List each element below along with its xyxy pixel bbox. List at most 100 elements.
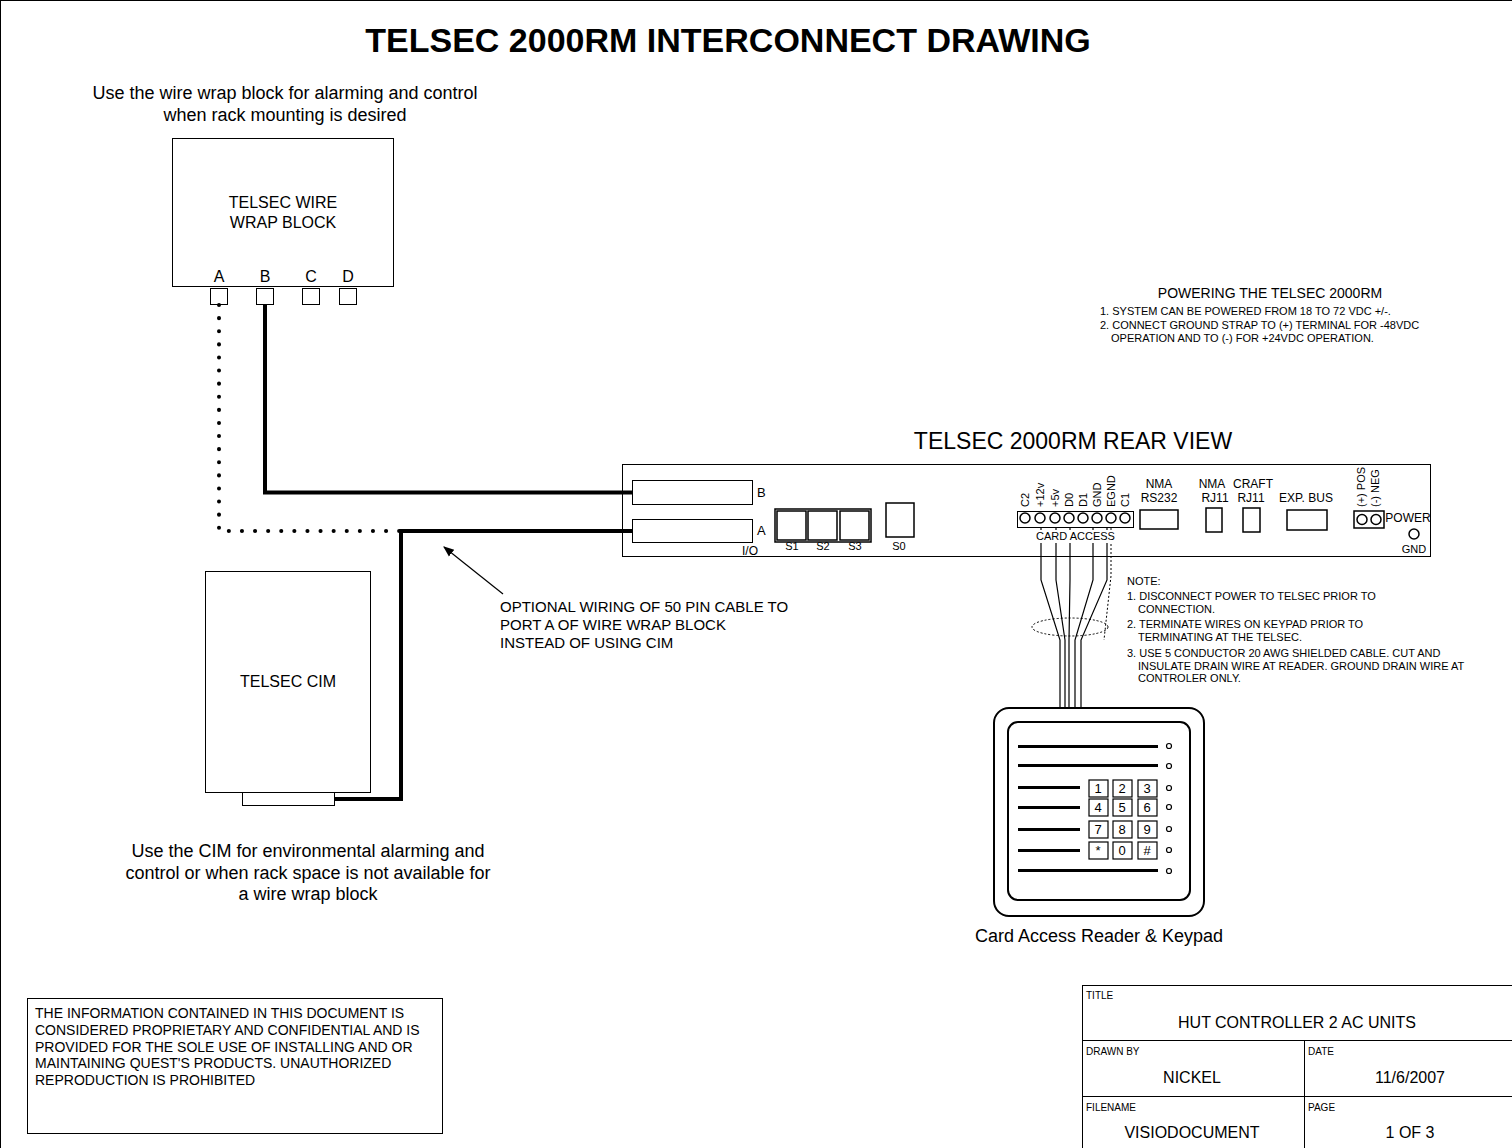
key-label: 8	[1118, 822, 1125, 838]
key-label: 4	[1094, 800, 1101, 816]
block-port: C	[302, 288, 320, 305]
node-text: A	[757, 523, 766, 539]
node-text: Card Access Reader & Keypad	[975, 926, 1223, 948]
node-text: B	[757, 485, 766, 501]
pin-label: GND	[1092, 483, 1103, 507]
table-cell: VISIODOCUMENT	[1124, 1123, 1259, 1142]
table-cell: FILENAME	[1086, 1102, 1136, 1114]
connectors	[219, 305, 1070, 799]
switch-label: S3	[848, 540, 861, 553]
node-text: TELSEC WIRE WRAP BLOCK	[203, 193, 363, 231]
terminal-circles	[1020, 513, 1130, 523]
drawing-title: TELSEC 2000RM INTERCONNECT DRAWING	[365, 20, 1090, 61]
cim-connector-tab	[242, 792, 335, 806]
table-cell: PAGE	[1308, 1102, 1335, 1114]
note-text: 1. DISCONNECT POWER TO TELSEC PRIOR TO C…	[1127, 590, 1437, 615]
shield-marker	[1032, 618, 1108, 636]
cable-conductor	[1041, 528, 1060, 707]
block-port: B	[256, 288, 274, 305]
port-label: RJ11	[1201, 491, 1228, 505]
callout-leader	[444, 547, 503, 594]
table-cell: TITLE	[1086, 990, 1113, 1002]
key-label: 2	[1118, 781, 1125, 797]
note-text: 2. CONNECT GROUND STRAP TO (+) TERMINAL …	[1100, 319, 1445, 344]
block-port: A	[210, 288, 228, 305]
rj11-port	[1243, 508, 1260, 532]
card-access-terminal: CARD ACCESS	[1017, 511, 1134, 528]
node-text: C	[305, 267, 317, 286]
cable-conductor	[1056, 528, 1065, 707]
key-label: 9	[1143, 822, 1150, 838]
port-label: RS232	[1141, 491, 1178, 505]
switch-port	[777, 511, 806, 540]
port-label: EXP. BUS	[1279, 491, 1333, 505]
wire-wrap-block: ABCDTELSEC WIRE WRAP BLOCK	[172, 138, 394, 287]
cable-wires	[1041, 528, 1107, 707]
power-terminal	[1354, 511, 1384, 528]
node-text: A	[214, 267, 225, 286]
node-text: TELSEC CIM	[240, 672, 336, 691]
wire-connector	[335, 531, 632, 799]
table-cell: NICKEL	[1163, 1068, 1221, 1087]
note-text: 3. USE 5 CONDUCTOR 20 AWG SHIELDED CABLE…	[1127, 647, 1467, 685]
pin-label: C1	[1120, 493, 1131, 507]
key-label: 1	[1094, 781, 1101, 797]
port-label: CRAFT	[1233, 477, 1273, 491]
switch-port	[840, 511, 869, 540]
note-heading: NOTE:	[1127, 575, 1427, 588]
note-text: 2. TERMINATE WIRES ON KEYPAD PRIOR TO TE…	[1127, 618, 1437, 643]
port-label: NMA	[1146, 477, 1173, 491]
table-cell: 11/6/2007	[1375, 1068, 1445, 1087]
wire-connector	[265, 305, 632, 493]
key-label: 7	[1094, 822, 1101, 838]
table-cell: DRAWN BY	[1086, 1046, 1140, 1058]
note-heading: POWERING THE TELSEC 2000RM	[1158, 285, 1382, 302]
disclaimer-box: THE INFORMATION CONTAINED IN THIS DOCUME…	[27, 998, 443, 1134]
block-port: D	[339, 288, 357, 305]
pin-label: (+) POS	[1356, 467, 1367, 507]
key-label: *	[1095, 843, 1100, 859]
rj11-port	[1206, 508, 1222, 532]
switch-port	[808, 511, 837, 540]
node-text: THE INFORMATION CONTAINED IN THIS DOCUME…	[35, 1005, 435, 1089]
node-text: CARD ACCESS	[1035, 530, 1116, 543]
port-label: POWER	[1385, 511, 1430, 525]
table-cell: 1 OF 3	[1386, 1123, 1435, 1142]
pin-label: EGND	[1106, 475, 1117, 507]
pin-label: C2	[1020, 493, 1031, 507]
node-text: TELSEC 2000RM REAR VIEW	[914, 428, 1232, 456]
switch-label: S1	[785, 540, 798, 553]
switch-label: S2	[816, 540, 829, 553]
cable-conductor	[1081, 528, 1107, 707]
switch-group	[775, 509, 871, 542]
switch-label: S0	[892, 540, 905, 553]
node-text: D	[342, 267, 354, 286]
port-label: RJ11	[1237, 491, 1264, 505]
rear-panel: BACARD ACCESSTELSEC 2000RM REAR VIEW	[622, 464, 1431, 557]
key-label: #	[1143, 843, 1150, 859]
port-label: I/O	[742, 544, 758, 558]
callout-text: OPTIONAL WIRING OF 50 PIN CABLE TO PORT …	[500, 598, 790, 652]
rs232-port	[1140, 510, 1178, 529]
key-label: 5	[1118, 800, 1125, 816]
port-label: GND	[1402, 543, 1426, 556]
key-label: 6	[1143, 800, 1150, 816]
title-block-grid	[1082, 986, 1512, 1148]
wire-connector	[219, 305, 632, 531]
io-port: B	[632, 480, 753, 505]
keypad-face	[1008, 722, 1190, 900]
table-cell: HUT CONTROLLER 2 AC UNITS	[1178, 1013, 1416, 1032]
pin-label: D1	[1078, 493, 1089, 507]
port-label: NMA	[1199, 477, 1226, 491]
caption-text: Use the wire wrap block for alarming and…	[85, 83, 485, 126]
key-label: 0	[1118, 843, 1125, 859]
pin-label: D0	[1064, 493, 1075, 507]
wire-connector	[1069, 528, 1070, 707]
io-port: A	[632, 519, 753, 543]
pin-label: +12v	[1035, 483, 1046, 507]
pin-label: (-) NEG	[1370, 469, 1381, 507]
